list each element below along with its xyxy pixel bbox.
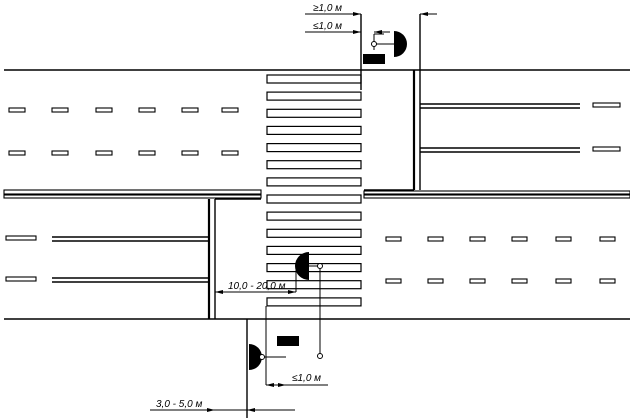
bottom-left-lane-markings: [5, 198, 261, 319]
crosswalk-stripe: [266, 297, 362, 307]
crosswalk-stripe: [266, 91, 362, 101]
crosswalk-stripe: [266, 280, 362, 290]
dashed-lane-bottom-right: [385, 236, 616, 284]
crosswalk-stripe: [266, 177, 362, 187]
crosswalk-stripe: [266, 245, 362, 255]
lane-dash: [8, 107, 26, 113]
dashed-lane-top-left: [8, 107, 239, 156]
lane-dash: [511, 236, 528, 242]
lane-dash: [221, 107, 239, 113]
lane-dash: [181, 150, 199, 156]
lane-dash: [555, 236, 572, 242]
crosswalk-stripe: [266, 125, 362, 136]
lane-dash: [555, 278, 572, 284]
center-double-line: [3, 189, 630, 199]
dimension-top: [305, 12, 437, 34]
lane-dash: [427, 236, 444, 242]
sign-plate-top: [363, 54, 385, 64]
lane-dash: [51, 107, 69, 113]
label-3-5m: 3,0 - 5,0 м: [156, 399, 202, 410]
crosswalk-stripe: [266, 263, 362, 273]
lane-dash: [138, 107, 156, 113]
crosswalk-stripe: [266, 160, 362, 170]
crosswalk-stripe: [266, 74, 362, 84]
crosswalk-stripe: [266, 143, 362, 153]
lane-dash: [138, 150, 156, 156]
crosswalk: [266, 74, 362, 307]
lane-dash: [95, 150, 113, 156]
lane-dash: [469, 236, 486, 242]
lane-dash: [385, 278, 402, 284]
lane-dash: [427, 278, 444, 284]
crosswalk-stripe: [266, 211, 362, 221]
label-10-20m: 10,0 - 20,0 м: [228, 281, 286, 292]
lane-dash: [599, 236, 616, 242]
sign-plate-bottom: [277, 336, 299, 346]
top-right-lane-markings: [364, 70, 621, 191]
crosswalk-stripe: [266, 108, 362, 118]
lane-dash: [221, 150, 239, 156]
lane-dash: [469, 278, 486, 284]
traffic-light-bottom: [150, 306, 328, 418]
crosswalk-stripe: [266, 228, 362, 238]
lane-dash: [51, 150, 69, 156]
traffic-light-middle: [215, 252, 323, 359]
label-le-1m-top: ≤1,0 м: [313, 21, 342, 32]
lane-dash: [385, 236, 402, 242]
traffic-light-top: [360, 14, 421, 90]
lane-dash: [511, 278, 528, 284]
label-le-1m-bottom: ≤1,0 м: [292, 373, 321, 384]
lane-dash: [95, 107, 113, 113]
label-ge-1m: ≥1,0 м: [313, 3, 342, 14]
crosswalk-stripe: [266, 194, 362, 204]
lane-dash: [8, 150, 26, 156]
lane-dash: [599, 278, 616, 284]
lane-dash: [181, 107, 199, 113]
